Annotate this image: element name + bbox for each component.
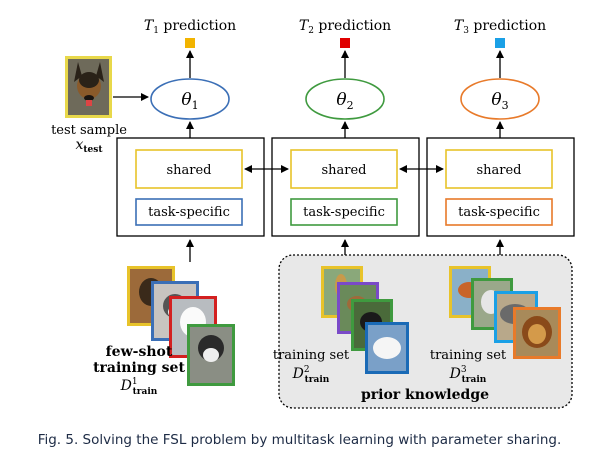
task-3-prediction-marker [495,38,505,48]
few-shot-label-line2: training set [93,360,185,376]
task-2-specific-layer [290,198,398,226]
task-1-specific-layer [135,198,243,226]
task-3-shared-layer [445,149,553,189]
task-2-prediction-label: T2 prediction [299,18,391,36]
task-3-theta-node [460,78,540,120]
task-2-theta-node [305,78,385,120]
task-1-prediction-label: T1 prediction [144,18,236,36]
test-sample: test sample xtest [51,56,149,155]
prior-knowledge-label: prior knowledge [361,387,489,403]
task-1-specific-label: task-specific [148,205,230,220]
task-3-specific-layer [445,198,553,226]
task-2-theta-label: θ2 [336,90,353,112]
task-3-column: T3 prediction θ3 shared task-specific [426,18,575,262]
task-1-prediction-marker [185,38,195,48]
task-2-shared-layer [290,149,398,189]
task-3-shared-label: shared [476,163,521,178]
task-3-prediction-label: T3 prediction [454,18,546,36]
few-shot-image-stack [127,266,235,386]
prior-set-2-label: training set [273,348,350,363]
test-sample-var: xtest [75,137,103,155]
figure-caption: Fig. 5. Solving the FSL problem by multi… [37,432,562,448]
task-3-theta-label: θ3 [491,90,508,112]
prior-set-2-image-stack [321,266,409,374]
task-1-theta-label: θ1 [181,90,198,112]
task-3-specific-label: task-specific [458,205,540,220]
task-1-shared-label: shared [166,163,211,178]
few-shot-label-line1: few-shot [106,344,173,360]
test-sample-label: test sample [51,123,127,138]
task-1-column: T1 prediction θ1 shared task-specific [116,18,265,262]
task-1-theta-node [150,78,230,120]
task-2-column: T2 prediction θ2 shared task-specific [271,18,420,262]
task-1-shared-layer [135,149,243,189]
prior-set-3-label: training set [430,348,507,363]
prior-set-3-image-stack [449,266,561,359]
task-2-shared-label: shared [321,163,366,178]
task-2-prediction-marker [340,38,350,48]
task-2-specific-label: task-specific [303,205,385,220]
